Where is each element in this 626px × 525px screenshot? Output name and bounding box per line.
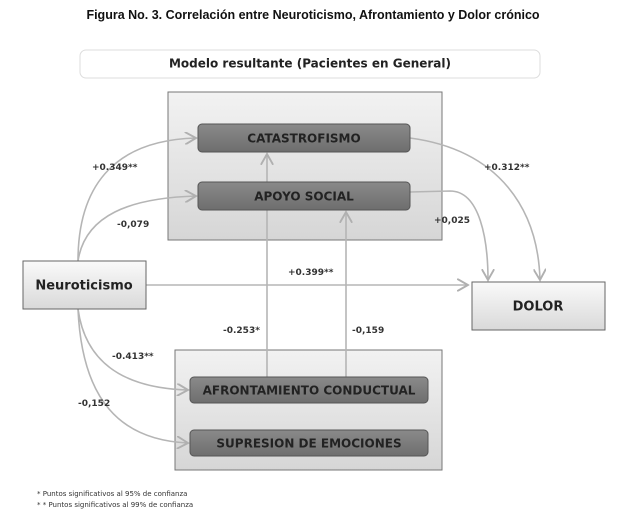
node-apoyo-social bbox=[197, 181, 411, 211]
node-afrontamiento-label: AFRONTAMIENTO CONDUCTUAL bbox=[203, 384, 416, 398]
label-neuro-apoyo: -0,079 bbox=[117, 220, 149, 230]
node-supresion bbox=[189, 429, 429, 457]
model-title-box bbox=[79, 49, 541, 79]
node-afrontamiento bbox=[189, 376, 429, 404]
label-afront-apoyo: -0,159 bbox=[352, 326, 384, 336]
note-99: * * Puntos significativos al 99% de conf… bbox=[37, 501, 193, 509]
node-catastrofismo bbox=[197, 123, 411, 153]
label-neuro-dolor: +0.399** bbox=[288, 268, 334, 278]
edge-neuro-apoyo bbox=[77, 196, 196, 262]
node-dolor-label: DOLOR bbox=[513, 300, 564, 315]
label-apoyo-dolor: +0,025 bbox=[434, 216, 470, 226]
node-catastrofismo-label: CATASTROFISMO bbox=[247, 132, 360, 146]
mediators-group bbox=[167, 91, 443, 241]
edge-neuro-catas bbox=[77, 138, 196, 262]
edge-apoyo-dolor bbox=[409, 190, 488, 280]
figure-title: Figura No. 3. Correlación entre Neurotic… bbox=[86, 8, 539, 22]
node-neuroticismo-label: Neuroticismo bbox=[35, 279, 132, 294]
node-dolor bbox=[471, 281, 606, 331]
label-neuro-catas: +0.349** bbox=[92, 163, 138, 173]
model-title: Modelo resultante (Pacientes en General) bbox=[169, 57, 451, 71]
node-supresion-label: SUPRESION DE EMOCIONES bbox=[216, 437, 401, 451]
label-afront-catas: -0.253* bbox=[223, 326, 260, 336]
note-95: * Puntos significativos al 95% de confia… bbox=[37, 490, 187, 498]
label-catas-dolor: +0.312** bbox=[484, 163, 530, 173]
edge-neuro-afront bbox=[77, 308, 188, 390]
label-neuro-supres: -0,152 bbox=[78, 399, 110, 409]
edge-catas-dolor bbox=[409, 137, 540, 280]
label-neuro-afront: -0.413** bbox=[112, 352, 154, 362]
edge-neuro-supres bbox=[77, 308, 188, 443]
node-apoyo-social-label: APOYO SOCIAL bbox=[254, 190, 354, 204]
node-neuroticismo bbox=[22, 260, 147, 310]
